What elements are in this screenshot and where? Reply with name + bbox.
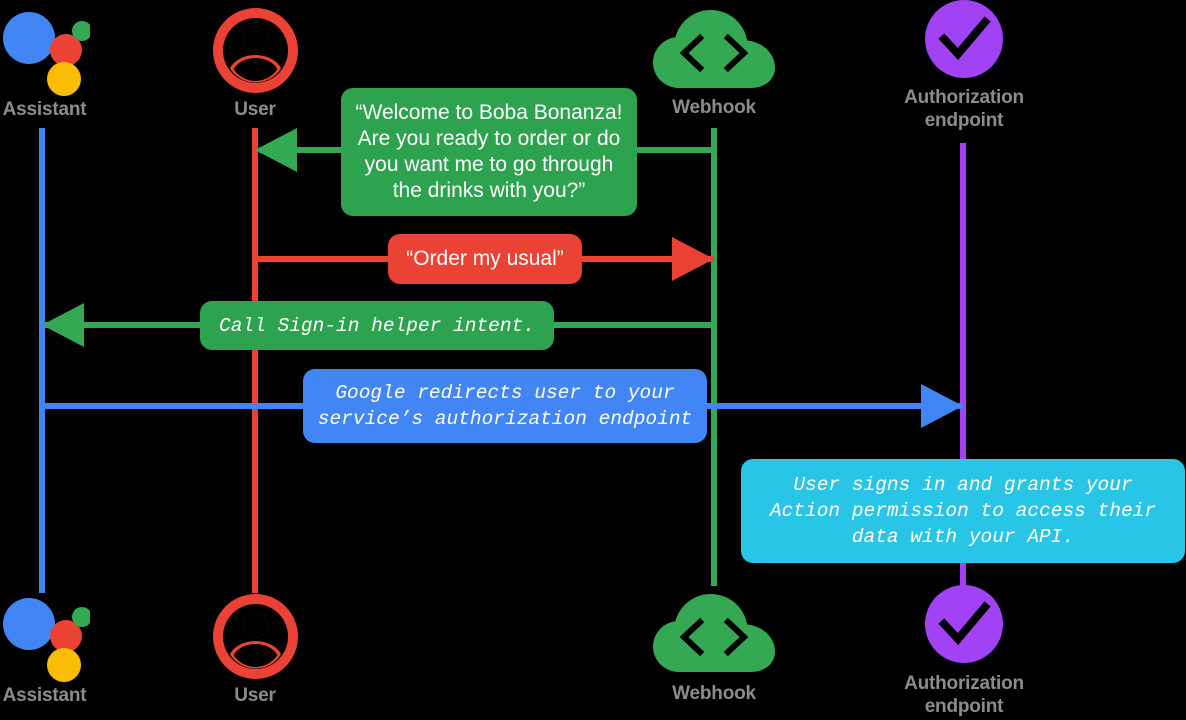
actor-label-auth-bottom: Authorization endpoint <box>904 673 1024 717</box>
actor-label-assistant-bottom: Assistant <box>2 685 87 706</box>
message-bubble-user-signs-in: User signs in and grants your Action per… <box>741 459 1185 563</box>
message-bubble-google-redirect: Google redirects user to your service’s … <box>303 369 707 443</box>
google-assistant-icon <box>3 12 90 96</box>
message-bubble-order-my-usual: “Order my usual” <box>388 234 582 284</box>
actor-label-user-top: User <box>234 99 276 120</box>
cloud-code-icon <box>653 594 775 672</box>
google-assistant-icon <box>3 598 90 682</box>
actor-label-user-bottom: User <box>234 685 276 706</box>
actor-label-auth-top: Authorization endpoint <box>904 87 1024 131</box>
message-bubble-call-signin-helper: Call Sign-in helper intent. <box>200 301 554 350</box>
purple-check-circle-icon <box>925 585 1003 663</box>
cloud-code-icon <box>653 10 775 88</box>
lifeline-assistant <box>39 128 45 593</box>
actor-label-webhook-top: Webhook <box>672 97 756 118</box>
purple-check-circle-icon <box>925 0 1003 78</box>
actor-label-webhook-bottom: Webhook <box>672 683 756 704</box>
user-account-icon <box>213 594 298 679</box>
lifeline-auth <box>960 143 966 593</box>
lifeline-webhook <box>711 128 717 586</box>
user-account-icon <box>213 8 298 93</box>
message-bubble-welcome: “Welcome to Boba Bonanza! Are you ready … <box>341 88 637 216</box>
actor-label-assistant-top: Assistant <box>2 99 87 120</box>
lifeline-user <box>252 128 258 593</box>
